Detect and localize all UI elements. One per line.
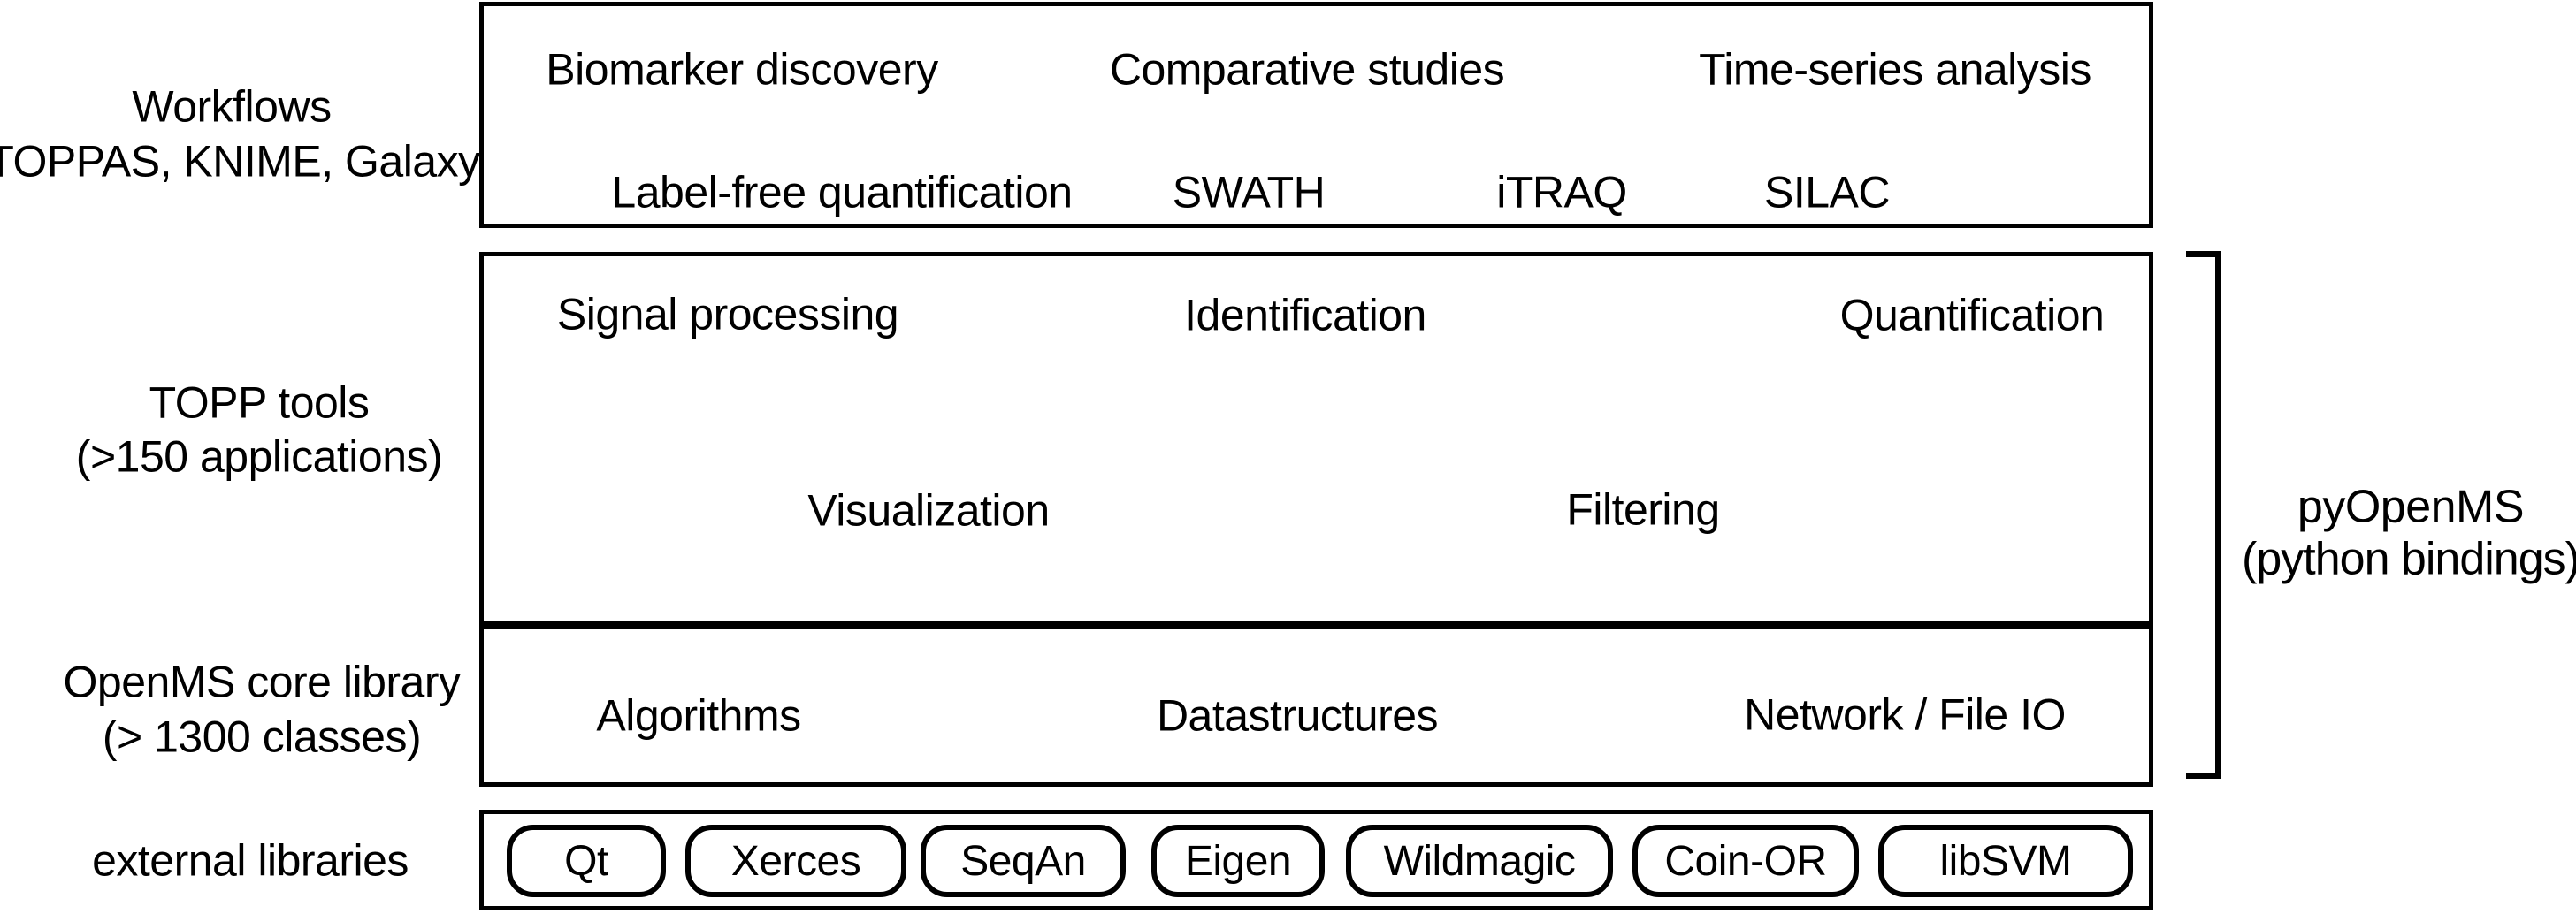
pill-eigen: Eigen bbox=[1151, 825, 1325, 897]
pyopenms-label-line2: (python bindings) bbox=[2242, 533, 2576, 585]
pill-qt-label: Qt bbox=[564, 837, 608, 885]
label-signal-processing: Signal processing bbox=[556, 289, 899, 339]
pill-seqan-label: SeqAn bbox=[960, 837, 1086, 885]
pill-qt: Qt bbox=[507, 825, 666, 897]
topp-tools-box bbox=[479, 252, 2153, 625]
label-time-series-analysis: Time-series analysis bbox=[1699, 44, 2091, 95]
workflows-row-label-line2: (TOPPAS, KNIME, Galaxy) bbox=[0, 136, 494, 187]
workflows-row-label-line1: Workflows bbox=[132, 81, 332, 132]
pill-wildmagic: Wildmagic bbox=[1346, 825, 1613, 897]
pill-eigen-label: Eigen bbox=[1184, 837, 1292, 885]
core-library-box bbox=[479, 625, 2153, 787]
external-row-label: external libraries bbox=[92, 835, 409, 886]
pill-xerces: Xerces bbox=[685, 825, 906, 897]
pill-wildmagic-label: Wildmagic bbox=[1383, 837, 1576, 885]
label-label-free-quantification: Label-free quantification bbox=[611, 167, 1073, 217]
pill-libsvm: libSVM bbox=[1878, 825, 2133, 897]
pill-coin-or: Coin-OR bbox=[1632, 825, 1859, 897]
label-network-file-io: Network / File IO bbox=[1744, 689, 2066, 740]
label-algorithms: Algorithms bbox=[596, 690, 801, 741]
label-identification: Identification bbox=[1184, 290, 1426, 340]
pill-coin-or-label: Coin-OR bbox=[1664, 837, 1827, 885]
core-row-label-line1: OpenMS core library bbox=[63, 657, 462, 707]
label-comparative-studies: Comparative studies bbox=[1109, 44, 1505, 95]
topp-row-label-line1: TOPP tools bbox=[149, 377, 370, 428]
label-swath: SWATH bbox=[1172, 167, 1326, 217]
pyopenms-label-line1: pyOpenMS bbox=[2297, 481, 2525, 533]
workflows-box bbox=[479, 2, 2153, 228]
label-itraq: iTRAQ bbox=[1496, 167, 1627, 217]
core-row-label-line2: (> 1300 classes) bbox=[102, 712, 422, 762]
label-biomarker-discovery: Biomarker discovery bbox=[546, 44, 938, 95]
label-visualization: Visualization bbox=[807, 485, 1050, 536]
pill-libsvm-label: libSVM bbox=[1939, 837, 2072, 885]
pyopenms-bracket bbox=[2186, 251, 2221, 779]
pill-xerces-label: Xerces bbox=[730, 837, 861, 885]
topp-row-label-line2: (>150 applications) bbox=[75, 431, 443, 482]
label-quantification: Quantification bbox=[1839, 290, 2105, 340]
label-silac: SILAC bbox=[1763, 167, 1891, 217]
label-filtering: Filtering bbox=[1566, 484, 1720, 535]
label-datastructures: Datastructures bbox=[1156, 690, 1439, 741]
pill-seqan: SeqAn bbox=[921, 825, 1126, 897]
